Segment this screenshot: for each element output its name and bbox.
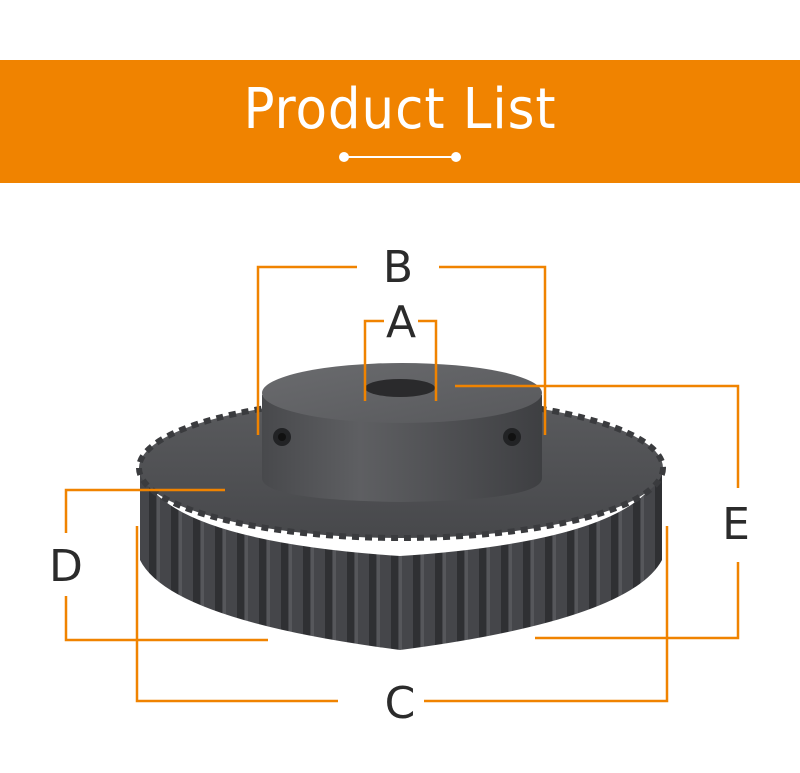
dim-c-right <box>424 526 669 703</box>
dim-d-bottom <box>64 596 268 642</box>
banner-divider <box>339 151 461 163</box>
dim-c-left <box>135 526 338 703</box>
gear-body <box>136 363 666 650</box>
dim-b-left <box>256 265 357 435</box>
dim-a-right <box>418 319 438 401</box>
banner-title: Product List <box>243 77 557 142</box>
dimension-label-c: C <box>384 678 416 729</box>
dim-e-bottom <box>535 562 740 640</box>
divider-dot-right <box>451 152 461 162</box>
dimension-label-d: D <box>49 541 83 592</box>
dimension-label-b: B <box>382 242 414 293</box>
divider-line <box>345 156 455 158</box>
product-list-banner: Product List <box>0 60 800 183</box>
dimension-label-e: E <box>722 499 750 550</box>
dimension-label-a: A <box>385 297 417 348</box>
dim-d-top <box>64 488 225 533</box>
divider-dot-left <box>339 152 349 162</box>
dimension-lines <box>64 265 740 703</box>
dim-a-left <box>363 319 384 401</box>
dim-e-top <box>455 384 740 488</box>
dim-b-right <box>439 265 547 435</box>
